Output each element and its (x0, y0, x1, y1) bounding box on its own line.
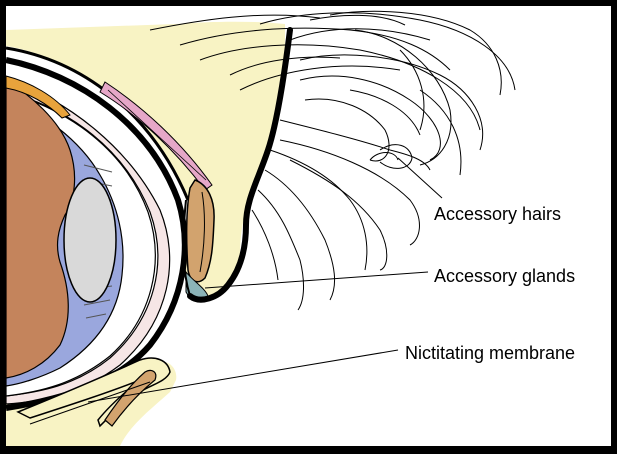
lower-lid-line (29, 381, 151, 425)
leader-line-membrane (87, 349, 399, 403)
upper-eyelid-skin (6, 21, 285, 302)
iris (5, 78, 76, 379)
tarsal-gland (185, 179, 215, 283)
eyelid-skin-contour (182, 199, 191, 297)
lens (63, 177, 117, 303)
label-accessory-hairs: Accessory hairs (434, 204, 562, 224)
leader-line-glands (204, 271, 429, 289)
muscle-line (107, 89, 207, 181)
leader-line-hairs (397, 157, 443, 199)
eyelid-margin-outline (187, 27, 293, 303)
accessory-hairs (149, 10, 516, 311)
iris-rim (5, 75, 71, 119)
conjunctiva-strip (5, 79, 171, 405)
tarsal-gland-duct (199, 191, 205, 273)
label-nictitating-membrane: Nictitating membrane (405, 343, 576, 363)
label-accessory-glands: Accessory glands (434, 266, 576, 286)
